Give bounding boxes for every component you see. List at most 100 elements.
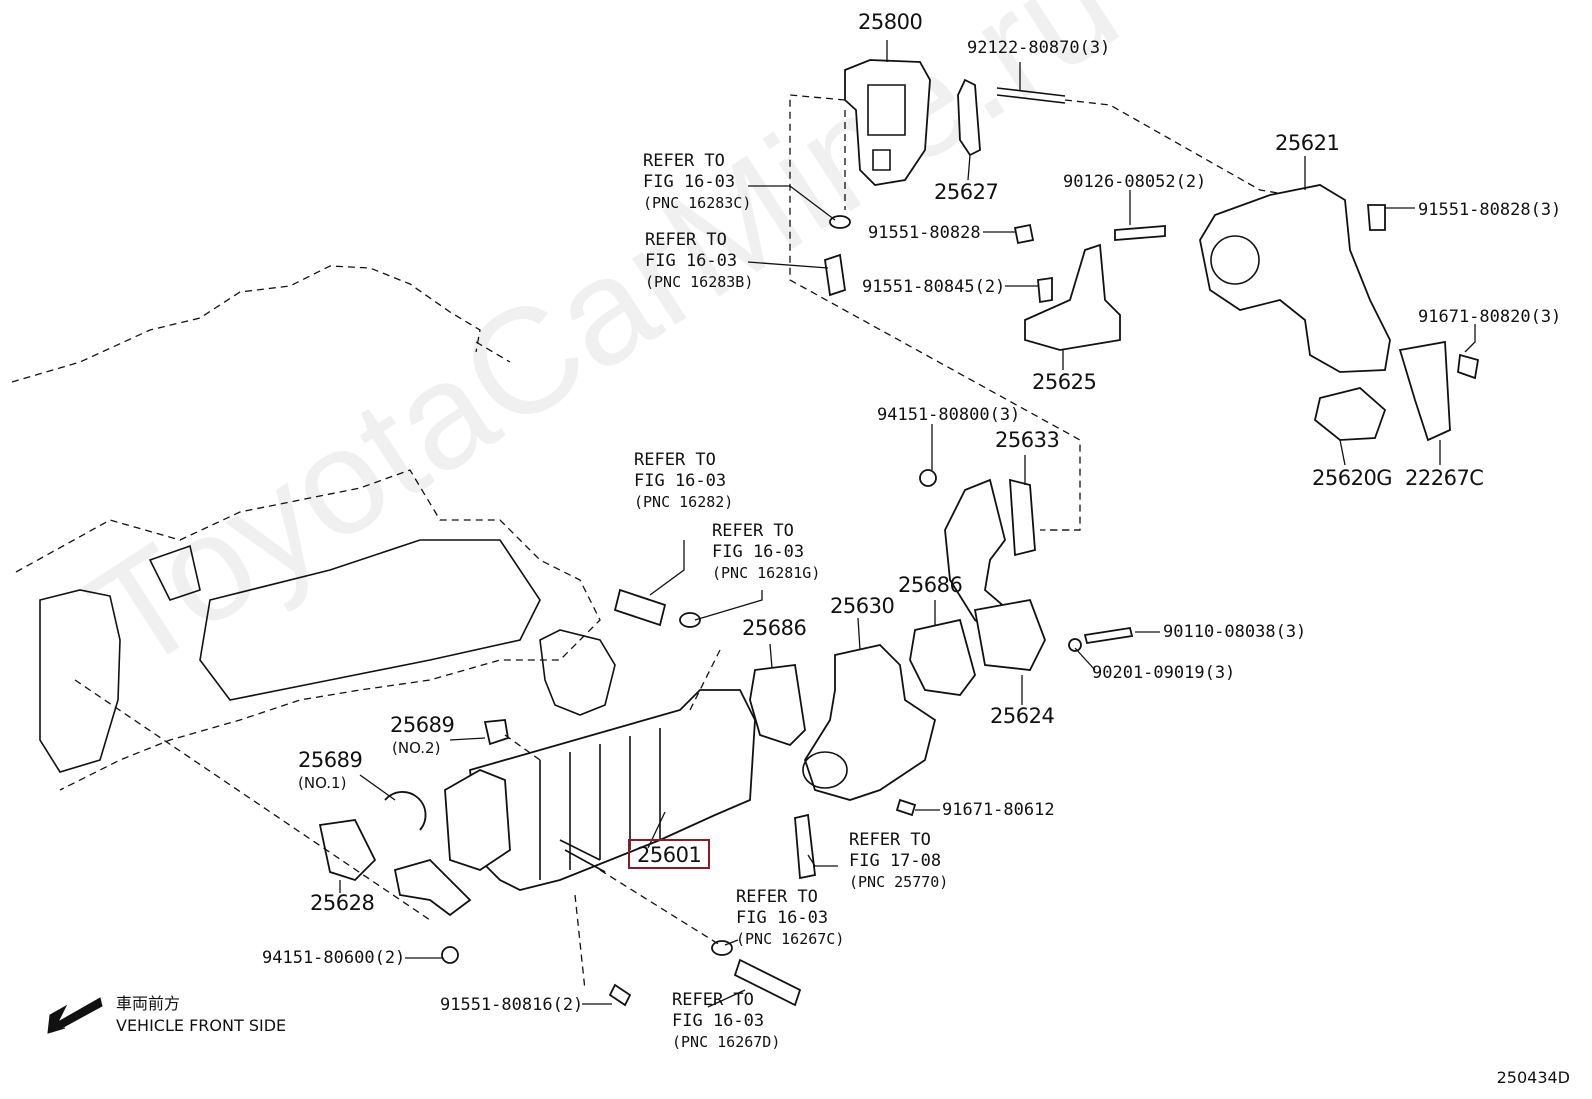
bolt-91671-80820 xyxy=(1457,353,1480,380)
nut-94151-80600 xyxy=(441,946,459,964)
reference-25770[interactable]: REFER TO FIG 17-08 (PNC 25770) xyxy=(849,830,948,893)
egr-cooler-25601 xyxy=(469,689,756,891)
part-sublabel-no1: (NO.1) xyxy=(298,774,347,792)
egr-valve-body xyxy=(844,59,931,186)
bolt-91671-80612 xyxy=(895,798,917,817)
part-label-91551-80845[interactable]: 91551-80845(2) xyxy=(862,277,1006,297)
part-label-25627[interactable]: 25627 xyxy=(934,180,999,204)
part-label-91551-80828-3[interactable]: 91551-80828(3) xyxy=(1418,200,1562,220)
ref-line-3: (PNC 25770) xyxy=(849,873,949,891)
front-direction-arrow xyxy=(47,997,103,1034)
ref-line-1: REFER TO xyxy=(645,230,727,250)
ref-line-2: FIG 16-03 xyxy=(672,1011,765,1031)
clamp-25689-no1 xyxy=(384,791,427,831)
gasket-25628 xyxy=(318,819,377,882)
part-label-25620G[interactable]: 25620G xyxy=(1312,466,1393,490)
engine-outline-upper xyxy=(11,265,511,383)
diagram-code: 250434D xyxy=(1496,1068,1570,1087)
stud-dashed-link xyxy=(1064,99,1291,196)
bolt-91551-80828-right xyxy=(1367,204,1386,231)
reference-16267D[interactable]: REFER TO FIG 16-03 (PNC 16267D) xyxy=(672,990,780,1053)
stud-92122 xyxy=(996,87,1066,104)
part-label-25633[interactable]: 25633 xyxy=(995,428,1060,452)
reference-16267C[interactable]: REFER TO FIG 16-03 (PNC 16267C) xyxy=(736,887,844,950)
part-label-94151-80800[interactable]: 94151-80800(3) xyxy=(877,405,1021,425)
part-label-25686-upper[interactable]: 25686 xyxy=(898,573,963,597)
pipe-elbow xyxy=(393,858,472,917)
engine-block xyxy=(39,539,541,773)
bolt-91551-80845 xyxy=(1037,276,1053,304)
part-label-25689-no2[interactable]: 25689 xyxy=(390,713,455,737)
ref-line-1: REFER TO xyxy=(712,521,794,541)
ref-line-3: (PNC 16283C) xyxy=(643,194,752,212)
gasket-25620G xyxy=(1313,387,1387,441)
actuator xyxy=(802,751,848,789)
ref-line-1: REFER TO xyxy=(849,830,931,850)
egr-valve-detail xyxy=(867,84,906,171)
part-label-25625[interactable]: 25625 xyxy=(1032,370,1097,394)
ref-line-2: FIG 16-03 xyxy=(634,471,727,491)
housing-port xyxy=(1210,235,1260,285)
ref-line-1: REFER TO xyxy=(634,450,716,470)
part-label-91671-80820[interactable]: 91671-80820(3) xyxy=(1418,307,1562,327)
part-label-25624[interactable]: 25624 xyxy=(990,704,1055,728)
reference-16283C[interactable]: REFER TO FIG 16-03 (PNC 16283C) xyxy=(643,151,751,214)
reference-16282[interactable]: REFER TO FIG 16-03 (PNC 16282) xyxy=(634,450,733,513)
flange-25624 xyxy=(973,598,1046,671)
part-label-25628[interactable]: 25628 xyxy=(310,891,375,915)
hose-16283B xyxy=(824,253,846,297)
ref-line-1: REFER TO xyxy=(736,887,818,907)
part-label-90126-08052[interactable]: 90126-08052(2) xyxy=(1063,172,1207,192)
ref-line-2: FIG 16-03 xyxy=(643,172,736,192)
ref-line-2: FIG 16-03 xyxy=(736,908,829,928)
bracket-25625 xyxy=(1024,243,1121,351)
ref-line-3: (PNC 16281G) xyxy=(712,564,821,582)
ref-line-2: FIG 17-08 xyxy=(849,851,942,871)
ref-line-2: FIG 16-03 xyxy=(712,542,805,562)
part-label-92122-80870[interactable]: 92122-80870(3) xyxy=(967,38,1111,58)
reference-16283B[interactable]: REFER TO FIG 16-03 (PNC 16283B) xyxy=(645,230,753,293)
part-label-22267C[interactable]: 22267C xyxy=(1405,466,1484,490)
part-label-91671-80612[interactable]: 91671-80612 xyxy=(942,800,1055,820)
part-label-25686-lower[interactable]: 25686 xyxy=(742,616,807,640)
front-side-legend: 車両前方 VEHICLE FRONT SIDE xyxy=(116,993,286,1037)
hose-16282 xyxy=(613,588,667,627)
bolt-90110 xyxy=(1083,626,1134,645)
clip-16283C xyxy=(829,215,851,229)
part-label-25601-highlighted[interactable]: 25601 xyxy=(628,839,711,869)
cooler-pipe-stub xyxy=(559,839,606,873)
ref-line-3: (PNC 16267C) xyxy=(736,930,845,948)
leader-lines xyxy=(339,40,1476,1008)
part-label-90201-09019[interactable]: 90201-09019(3) xyxy=(1092,663,1236,683)
part-label-91551-80828[interactable]: 91551-80828 xyxy=(868,223,981,243)
gasket-25627 xyxy=(957,78,981,157)
part-label-25800[interactable]: 25800 xyxy=(858,10,923,34)
clamp-25689-no2 xyxy=(483,719,510,746)
ref-line-3: (PNC 16282) xyxy=(634,493,734,511)
engine-outline-lower xyxy=(15,469,601,791)
part-label-91551-80816[interactable]: 91551-80816(2) xyxy=(440,995,584,1015)
front-side-en: VEHICLE FRONT SIDE xyxy=(116,1016,287,1035)
bolt-91551-80828-left xyxy=(1013,223,1035,245)
gasket-25633 xyxy=(1009,478,1036,557)
reference-16281G[interactable]: REFER TO FIG 16-03 (PNC 16281G) xyxy=(712,521,820,584)
egr-valve-dashed-link xyxy=(789,94,1081,531)
part-sublabel-no2: (NO.2) xyxy=(392,739,441,757)
ref-line-3: (PNC 16283B) xyxy=(645,273,754,291)
gasket-25686-lower xyxy=(749,663,806,747)
part-label-25689-no1[interactable]: 25689 xyxy=(298,748,363,772)
front-side-jp: 車両前方 xyxy=(116,994,181,1013)
part-label-90110-08038[interactable]: 90110-08038(3) xyxy=(1163,622,1307,642)
egr-cooler-end-plate xyxy=(444,769,511,871)
part-label-25630[interactable]: 25630 xyxy=(830,594,895,618)
bolt-91551-80816 xyxy=(608,983,632,1007)
part-label-94151-80600[interactable]: 94151-80600(2) xyxy=(262,948,406,968)
ref-line-3: (PNC 16267D) xyxy=(672,1033,781,1051)
bracket-22267C xyxy=(1398,340,1451,442)
part-label-25621[interactable]: 25621 xyxy=(1275,131,1340,155)
hose-25770 xyxy=(794,813,816,880)
stud-90126 xyxy=(1114,225,1166,241)
gasket-25686-upper xyxy=(909,618,976,696)
washer-90201 xyxy=(1068,638,1082,652)
